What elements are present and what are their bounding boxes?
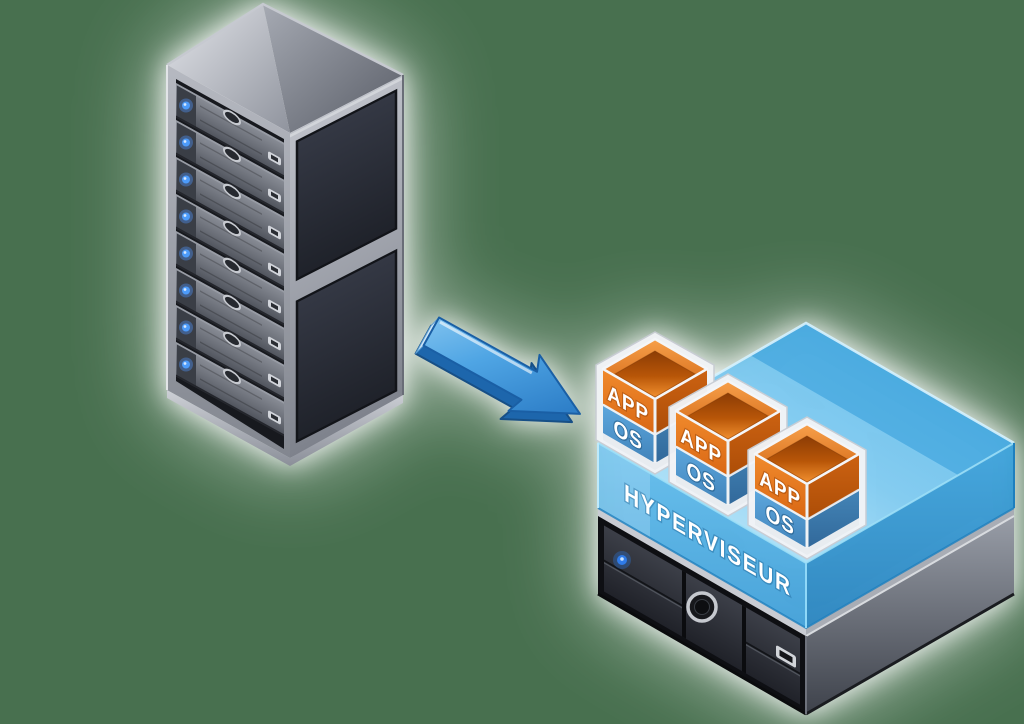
chassis-right-face	[806, 516, 1014, 714]
bay-led	[182, 175, 190, 184]
migration-arrow-icon	[414, 316, 581, 424]
bay-handle-knob	[223, 220, 241, 237]
bay-handle-knob	[223, 368, 241, 385]
rack-drive-bays	[176, 83, 284, 437]
hypervisor-inner-wall	[750, 323, 1014, 475]
chassis-top-rim-left	[598, 508, 806, 636]
bay-handle-knob	[223, 183, 241, 200]
drive-bay	[176, 194, 284, 289]
bay-led-core	[183, 103, 187, 106]
power-button-inner	[694, 599, 710, 615]
bay-led	[182, 212, 190, 221]
rack-top-rim	[166, 2, 404, 77]
bay-led	[182, 360, 190, 369]
chassis-right-top-highlight	[805, 515, 1015, 637]
usb-port-slot	[779, 649, 793, 664]
chassis-front-bottom-edge	[597, 592, 807, 716]
hypervisor-right-face	[806, 443, 1014, 628]
bay-led-core	[183, 251, 187, 254]
bay-led-core	[183, 362, 187, 365]
rack-side-panel-lower	[295, 248, 398, 444]
drive-bay	[176, 231, 284, 326]
rack-side	[290, 75, 403, 458]
bay-led	[182, 249, 190, 258]
rack-base-lip	[167, 390, 403, 466]
bay-handle-knob	[223, 109, 241, 126]
bay-led-core	[183, 214, 187, 217]
chassis-right-bottom-edge	[805, 592, 1015, 716]
bay-led	[182, 286, 190, 295]
drive-bay	[176, 120, 284, 215]
bay-led	[182, 323, 190, 332]
rack-led-column	[179, 98, 193, 372]
rack-top-right-facet	[263, 4, 403, 133]
drive-bay	[176, 342, 284, 437]
bay-led	[182, 101, 190, 110]
chassis-top-rim-right	[806, 508, 1014, 636]
drive-bay	[176, 83, 284, 178]
hypervisor-front-face	[598, 443, 806, 628]
bay-led-core	[183, 325, 187, 328]
bay-led-core	[183, 288, 187, 291]
bay-handle-knob	[223, 257, 241, 274]
rack-side-panel-upper	[295, 88, 398, 282]
vm-cubes: APP OS APP OS	[595, 331, 867, 560]
arrow-top-face	[422, 316, 581, 415]
power-led-core	[620, 557, 624, 561]
physical-server-icon	[597, 508, 1015, 716]
bay-handle-knob	[223, 294, 241, 311]
bay-handle-knob	[223, 146, 241, 163]
bay-led-core	[183, 140, 187, 143]
bay-handle-knob	[223, 331, 241, 348]
drive-bay	[176, 268, 284, 363]
arrow-highlight	[439, 320, 533, 375]
bay-led-core	[183, 177, 187, 180]
bay-led	[182, 138, 190, 147]
rack-top-left-facet	[167, 4, 290, 133]
vm-cube: APP OS	[747, 416, 867, 560]
hypervisor-sheen	[598, 443, 650, 538]
server-rack-illustration	[166, 2, 404, 466]
